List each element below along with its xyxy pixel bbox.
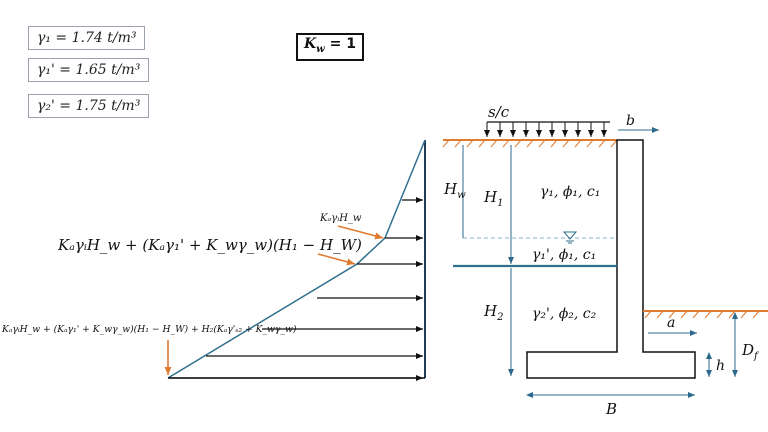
gamma2-sub-box: γ₂' = 1.75 t/m³: [28, 94, 150, 118]
label-df: Df: [741, 341, 760, 362]
label-pressure-base: KₐγᵢH_w + (Kₐγ₁' + K_wγ_w)(H₁ − H_W) + H…: [1, 324, 297, 335]
gamma1-sub-box: γ₁' = 1.65 t/m³: [28, 58, 150, 82]
retaining-wall: [526, 139, 696, 379]
label-h2: H2: [483, 302, 503, 323]
label-soil-layer1-submerged: γ₁', ϕ₁, c₁: [532, 247, 596, 263]
label-hw: Hw: [443, 180, 466, 201]
gamma2-sub-value: γ₂' = 1.75 t/m³: [37, 98, 141, 114]
label-pressure-layer-boundary: KₐγᵢH_w + (Kₐγ₁' + K_wγ_w)(H₁ − H_W): [57, 236, 362, 254]
gamma1-value: γ₁ = 1.74 t/m³: [37, 30, 137, 46]
label-soil-layer2: γ₂', ϕ₂, c₂: [532, 306, 597, 322]
leader-arrow-water-table: [337, 225, 384, 240]
front-ground-hatch: [644, 310, 760, 319]
label-pressure-water-table: KₐγᵢH_w: [319, 213, 362, 224]
kw-value: = 1: [324, 36, 357, 52]
gamma1-sub-value: γ₁' = 1.65 t/m³: [37, 62, 141, 78]
kw-condition-box: Kw = 1: [296, 33, 365, 61]
label-B: B: [605, 400, 617, 418]
label-a: a: [667, 315, 675, 331]
gamma1-box: γ₁ = 1.74 t/m³: [28, 26, 146, 50]
ground-surface-right: [643, 310, 768, 319]
dimension-lines: [462, 127, 738, 398]
label-h1: H1: [483, 188, 503, 209]
label-soil-layer1: γ₁, ϕ₁, c₁: [540, 184, 600, 200]
surcharge-label: s/c: [488, 103, 510, 121]
leader-arrow-layer-boundary: [317, 253, 356, 266]
kw-subscript: w: [316, 43, 325, 55]
pressure-envelope: [167, 139, 426, 379]
label-h: h: [716, 358, 725, 374]
kw-symbol: K: [304, 36, 317, 52]
surcharge: s/c: [484, 103, 610, 137]
water-table-symbol: [562, 231, 578, 240]
label-b: b: [626, 113, 635, 129]
ground-hatch: [442, 139, 618, 148]
pressure-diagram: KₐγᵢH_w KₐγᵢH_w + (Kₐγ₁' + K_wγ_w)(H₁ − …: [1, 139, 426, 381]
ground-surface-left: [442, 139, 618, 148]
